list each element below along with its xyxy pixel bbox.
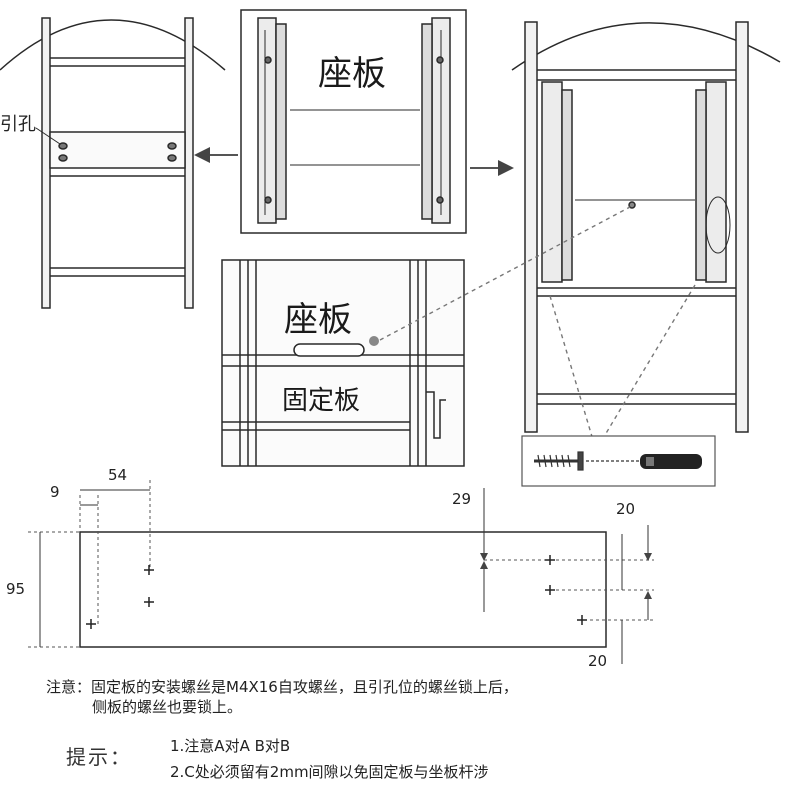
seat-board-detail-label: 座板	[284, 300, 352, 340]
fixing-board-outline	[79, 531, 607, 648]
pilot-hole-1	[58, 142, 68, 150]
dim-95: 95	[6, 580, 26, 598]
connector-lines	[379, 206, 696, 451]
tip-1: 1.注意A对A B对B	[170, 737, 291, 755]
left-cabinet-detail	[0, 17, 226, 309]
dim-20-top: 20	[616, 500, 636, 518]
note-line-2: 侧板的螺丝也要锁上。	[92, 698, 243, 716]
dimension-drawing	[28, 480, 654, 664]
pilot-hole-4	[167, 154, 177, 162]
seat-board-frame	[240, 9, 467, 234]
dim-9: 9	[50, 483, 60, 501]
screwdriver-icon	[586, 454, 702, 469]
screw-icon	[534, 451, 584, 471]
hole-3	[86, 619, 96, 629]
right-cabinet-detail	[511, 21, 781, 433]
detail-screw-point	[369, 336, 379, 346]
seat-board-slot	[293, 343, 365, 357]
note-line-1: 注意：固定板的安装螺丝是M4X16自攻螺丝，且引孔位的螺丝锁上后，	[46, 678, 518, 696]
hole-1	[144, 565, 154, 575]
pilot-hole-3	[167, 142, 177, 150]
hole-5	[545, 585, 555, 595]
dim-54: 54	[108, 466, 128, 484]
hole-4	[545, 555, 555, 565]
hole-2	[144, 597, 154, 607]
board-detail	[221, 259, 465, 467]
tip-title: 提示：	[66, 745, 132, 769]
dim-20-bottom: 20	[588, 652, 608, 670]
screw-tool-box	[521, 435, 716, 487]
dim-29: 29	[452, 490, 472, 508]
seat-board-top-label: 座板	[318, 54, 386, 94]
hole-6	[577, 615, 587, 625]
fixing-board-label: 固定板	[282, 386, 361, 416]
pilot-hole-label: 引孔	[0, 114, 36, 135]
pilot-hole-2	[58, 154, 68, 162]
tip-2: 2.C处必须留有2mm间隙以免固定板与坐板杆涉	[170, 763, 489, 781]
